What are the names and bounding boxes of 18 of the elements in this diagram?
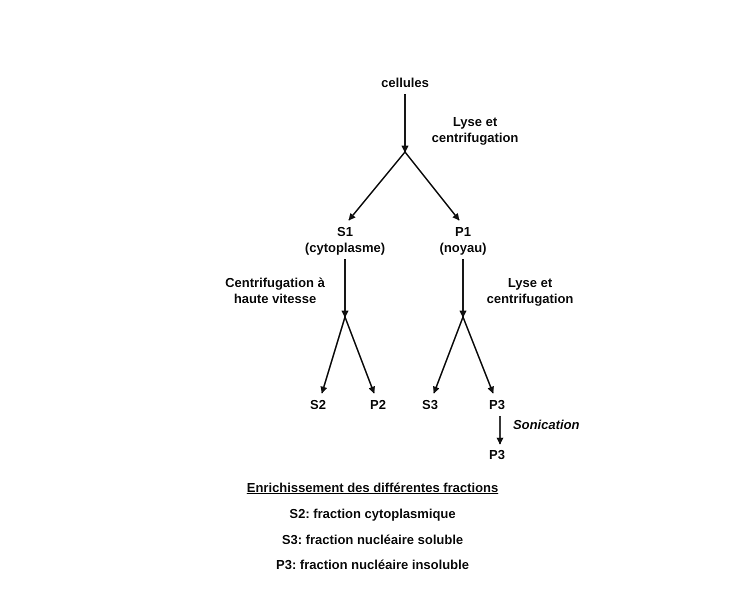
node-label: S2: [310, 397, 326, 413]
node-label: P2: [370, 397, 386, 413]
arrow: [460, 259, 494, 394]
node-label: cellules: [381, 75, 429, 91]
arrow: [496, 416, 504, 445]
note-text: S2: fraction cytoplasmique: [289, 506, 456, 521]
section-heading: Enrichissement des différentes fractions: [246, 480, 498, 495]
arrow: [402, 94, 460, 220]
note-text: P3: fraction nucléaire insoluble: [276, 557, 469, 572]
node-label: P3: [489, 397, 505, 413]
node-label: S1: [336, 224, 354, 240]
node-label: (noyau): [440, 240, 486, 256]
arrow: [342, 259, 375, 394]
node-label: (cytoplasme): [304, 240, 386, 256]
node-label: S3: [422, 397, 438, 413]
note-text: S3: fraction nucléaire soluble: [282, 532, 464, 547]
node-label: P1: [454, 224, 472, 240]
node-label: P3: [489, 447, 505, 463]
